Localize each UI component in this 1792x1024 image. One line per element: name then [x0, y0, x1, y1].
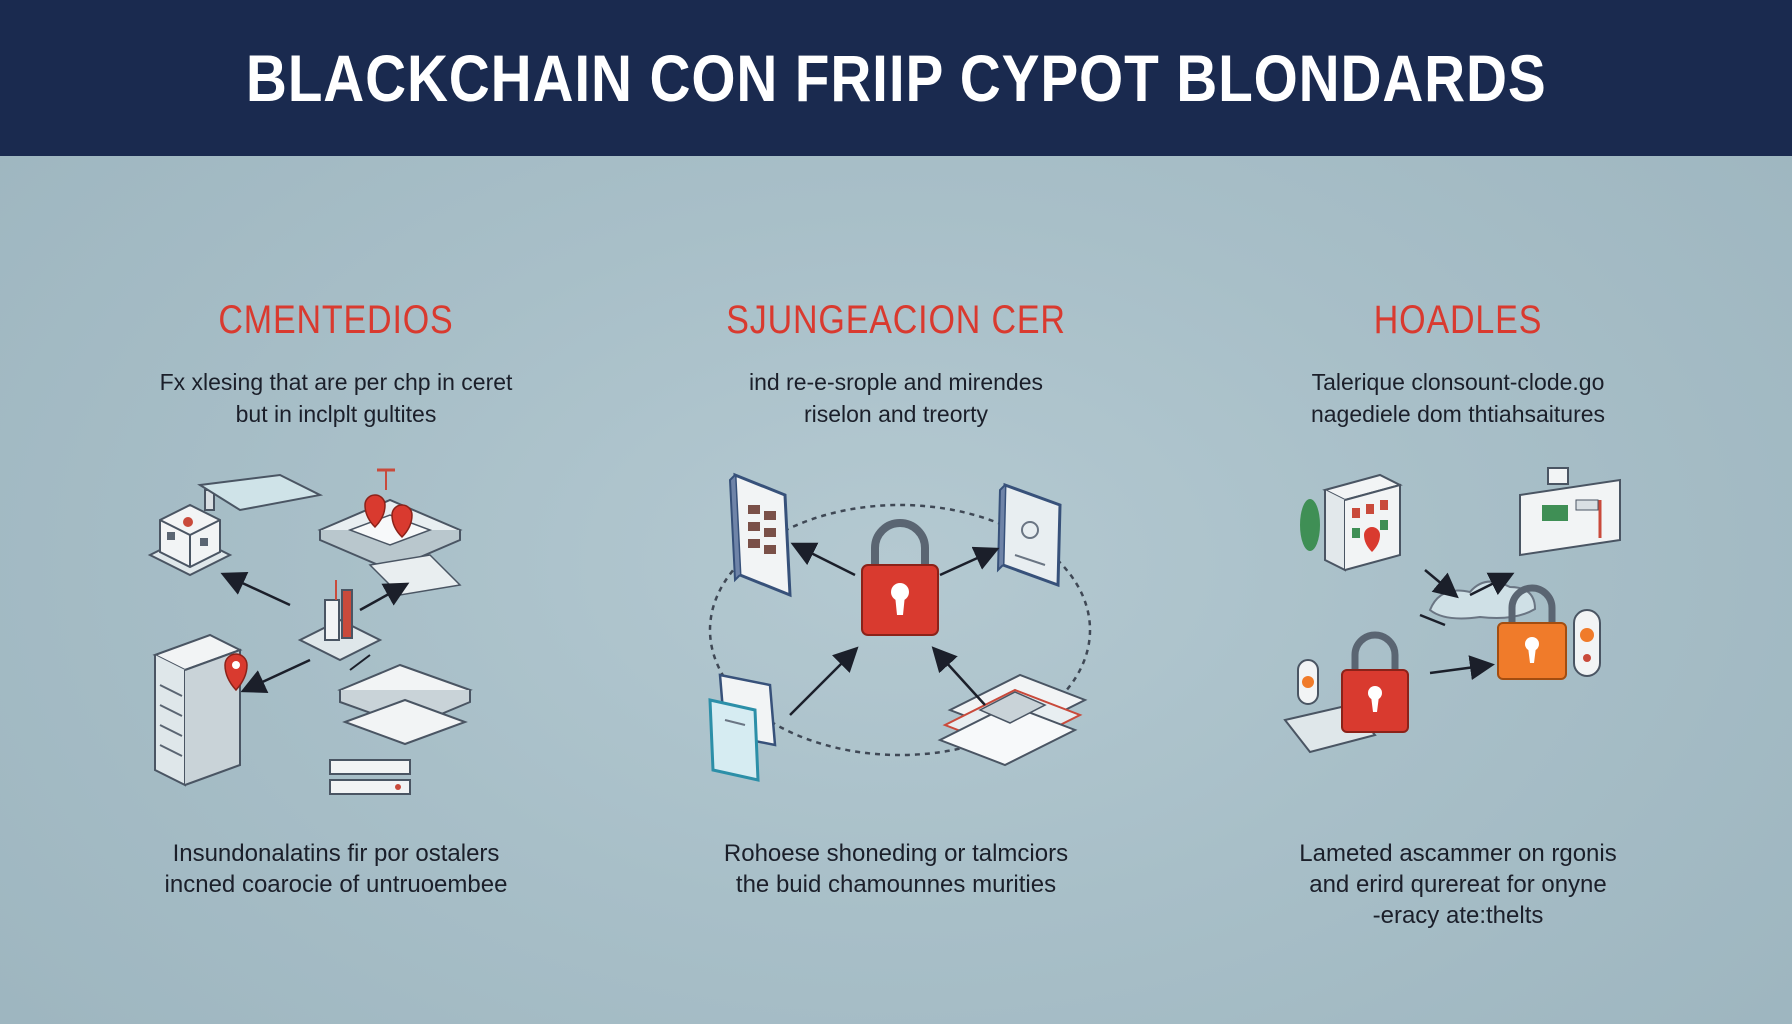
- storage-plate-icon: [317, 498, 463, 572]
- column-1-description-line: Fx xlesing that are per chp in ceret: [159, 369, 513, 395]
- column-3-footer-line: Lameted ascammer on rgonis: [1299, 840, 1617, 867]
- column-3-description-line: Talerique clonsount-clode.go: [1311, 369, 1605, 395]
- column-1-footer: Insundonalatins fir por ostalers incned …: [76, 838, 596, 900]
- tray-stack-icon: [937, 673, 1088, 767]
- building-icon: [147, 489, 233, 577]
- column-2-description: ind re-e-srople and mirendes riselon and…: [636, 366, 1156, 430]
- card-stack-icon: [708, 673, 777, 782]
- column-3-footer-line: -eracy ate:thelts: [1372, 902, 1544, 929]
- document-panel-icon: [728, 472, 792, 598]
- column-2-illustration: [708, 472, 1092, 782]
- screen-panel-icon: [996, 482, 1062, 588]
- column-3-description: Talerique clonsount-clode.go nagediele d…: [1198, 366, 1718, 430]
- server-rack-icon: [152, 633, 248, 787]
- column-2-description-line: riselon and treorty: [803, 401, 989, 427]
- column-1-footer-line: Insundonalatins fir por ostalers: [172, 840, 500, 867]
- device-panel-icon: [1519, 467, 1621, 557]
- column-1-description-line: but in inclplt gultites: [235, 401, 437, 427]
- map-pin-icon: [364, 468, 413, 539]
- column-2-footer-line: Rohoese shoneding or talmciors: [723, 840, 1069, 867]
- column-1: CMENTEDIOS Fx xlesing that are per chp i…: [76, 300, 596, 430]
- column-1-heading: CMENTEDIOS: [218, 298, 454, 342]
- hub-icon: [297, 580, 383, 662]
- stacked-trays-icon: [329, 663, 473, 795]
- padlock-icon: [1283, 631, 1409, 754]
- column-1-footer-line: incned coarocie of untruoembee: [164, 871, 508, 898]
- column-3-description-line: nagediele dom thtiahsaitures: [1310, 401, 1606, 427]
- building-icon: [1300, 473, 1403, 572]
- page-title: BLACKCHAIN CON FRIIP CYPOT BLONDARDS: [245, 41, 1547, 115]
- column-2-footer: Rohoese shoneding or talmciors the buid …: [636, 838, 1156, 900]
- column-2-heading: SJUNGEACION CER: [726, 298, 1066, 342]
- column-2: SJUNGEACION CER ind re-e-srople and mire…: [636, 300, 1156, 430]
- column-3: HOADLES Talerique clonsount-clode.go nag…: [1198, 300, 1718, 430]
- column-2-description-line: ind re-e-srople and mirendes: [748, 369, 1044, 395]
- column-3-footer-line: and erird qurereat for onyne: [1309, 871, 1607, 898]
- column-3-footer: Lameted ascammer on rgonis and erird qur…: [1198, 838, 1718, 931]
- page-header: BLACKCHAIN CON FRIIP CYPOT BLONDARDS: [0, 0, 1792, 156]
- column-3-heading: HOADLES: [1373, 298, 1543, 342]
- padlock-icon: [861, 519, 939, 636]
- column-1-illustration: [147, 468, 473, 795]
- column-2-footer-line: the buid chamounnes murities: [735, 871, 1057, 898]
- column-1-description: Fx xlesing that are per chp in ceret but…: [76, 366, 596, 430]
- column-3-illustration: [1283, 467, 1621, 754]
- orange-padlock-icon: [1497, 584, 1601, 680]
